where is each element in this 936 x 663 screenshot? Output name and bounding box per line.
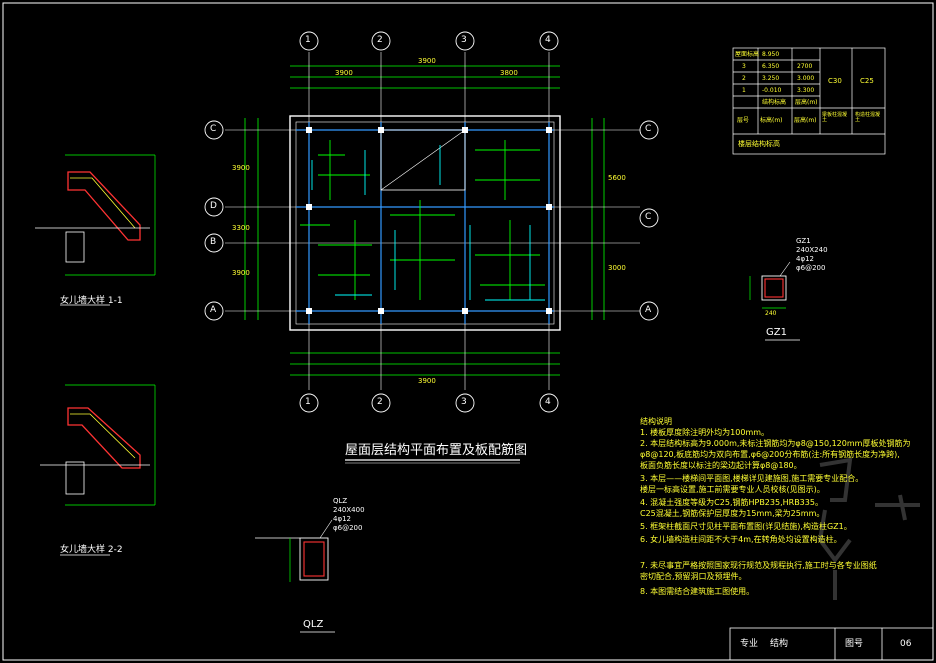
table-side-c30: C30 [828, 77, 842, 85]
grid-number-2-top: 2 [377, 35, 383, 45]
grid-number-3-bottom: 3 [461, 397, 467, 407]
note-line-10: 7. 未尽事宜严格按照国家现行规范及规程执行,施工时与各专业图纸 [640, 561, 877, 570]
dim-top-total: 3900 [418, 57, 436, 65]
title-block-discipline-label: 专业 [740, 639, 759, 649]
level-table [732, 47, 886, 155]
grid-letter-right-a: A [645, 305, 652, 315]
watermark-logo [817, 457, 920, 600]
gz1-spec-1: GZ1 [796, 237, 811, 245]
dim-left-b: 3300 [232, 224, 250, 232]
gz1-spec-3: 4φ12 [796, 255, 814, 263]
grid-letter-right-c1: C [645, 124, 652, 134]
table-r0c1: 8.950 [762, 51, 780, 58]
note-line-4: 3. 本层——楼梯间平面图,楼梯详见建施图,施工需要专业配合。 [640, 474, 864, 483]
table-r1c2: 2700 [797, 63, 813, 70]
note-line-0: 1. 楼板厚度除注明外均为100mm。 [640, 428, 770, 437]
table-footer-4: 构造柱混凝土 [855, 112, 881, 123]
note-line-11: 密切配合,预留洞口及预埋件。 [640, 572, 747, 581]
grid-letter-left-c: C [210, 124, 217, 134]
table-footer-0: 层号 [737, 117, 750, 124]
title-block-sheet-no: 06 [900, 639, 912, 649]
dim-right-b: 3000 [608, 264, 626, 272]
gz1-label: GZ1 [766, 327, 787, 338]
table-r1c0: 3 [742, 63, 746, 70]
note-line-6: 4. 混凝土强度等级为C25,钢筋HPB235,HRB335。 [640, 498, 823, 507]
section-1-label: 女儿墙大样 1-1 [60, 296, 123, 306]
gz1-spec-4: φ6@200 [796, 264, 826, 272]
section-2-label: 女儿墙大样 2-2 [60, 545, 123, 555]
table-r3c0: 1 [742, 87, 746, 94]
grid-number-1-top: 1 [305, 35, 311, 45]
dim-bottom-total: 3900 [418, 377, 436, 385]
note-line-2: φ8@120,板底筋均为双向布置,φ6@200分布筋(注:所有钢筋长度为净跨), [640, 450, 900, 459]
table-caption: 楼层结构标高 [738, 140, 780, 148]
table-r4c2: 层高(m) [795, 99, 818, 106]
note-line-8: 5. 框架柱截面尺寸见柱平面布置图(详见结施),构造柱GZ1。 [640, 522, 852, 531]
note-line-3: 板面负筋长度以标注的梁边起计算φ8@180。 [640, 461, 802, 470]
table-r2c2: 3.000 [797, 75, 815, 82]
table-r1c1: 6.350 [762, 63, 780, 70]
gz1-detail [749, 261, 800, 341]
qlz-spec-1: QLZ [333, 497, 348, 505]
table-r0c0: 屋面标高 [735, 51, 760, 58]
note-line-9: 6. 女儿墙构造柱间距不大于4m,在转角处均设置构造柱。 [640, 535, 842, 544]
table-r3c2: 3.300 [797, 87, 815, 94]
gz1-dim: 240 [765, 310, 777, 317]
grid-letter-right-c2: C [645, 212, 652, 222]
section-1-1 [35, 154, 156, 306]
qlz-spec-3: 4φ12 [333, 515, 351, 523]
title-block [729, 627, 934, 661]
dim-top-b: 3800 [500, 69, 518, 77]
table-side-c25: C25 [860, 77, 874, 85]
table-r2c1: 3.250 [762, 75, 780, 82]
grid-number-4-bottom: 4 [545, 397, 551, 407]
notes-title: 结构说明 [640, 417, 672, 426]
grid-number-4-top: 4 [545, 35, 551, 45]
table-footer-1: 标高(m) [760, 117, 783, 124]
qlz-spec-4: φ6@200 [333, 524, 363, 532]
note-line-1: 2. 本层结构标高为9.000m,未标注钢筋均为φ8@150,120mm厚板处钢… [640, 439, 911, 448]
title-block-discipline: 结构 [770, 639, 789, 649]
grid-letter-left-a: A [210, 305, 217, 315]
qlz-label: QLZ [303, 619, 324, 630]
qlz-spec-2: 240X400 [333, 506, 365, 514]
grid-number-1-bottom: 1 [305, 397, 311, 407]
dim-right-a: 5600 [608, 174, 626, 182]
qlz-detail [255, 519, 335, 633]
grid-number-3-top: 3 [461, 35, 467, 45]
table-r2c0: 2 [742, 75, 746, 82]
grid-letter-left-b: B [210, 237, 217, 247]
dim-left-c: 3900 [232, 269, 250, 277]
table-r3c1: -0.010 [762, 87, 782, 94]
section-2-2 [40, 384, 156, 556]
note-line-12: 8. 本图需结合建筑施工图使用。 [640, 587, 755, 596]
dim-left-a: 3900 [232, 164, 250, 172]
note-line-5: 楼层一标高设置,施工前需要专业人员校核(见图示)。 [640, 485, 825, 494]
gz1-spec-2: 240X240 [796, 246, 828, 254]
floor-plan [204, 31, 659, 413]
table-footer-2: 层高(m) [794, 117, 817, 124]
dim-top-a: 3900 [335, 69, 353, 77]
table-footer-3: 梁板柱混凝土 [822, 112, 848, 123]
table-r4c1: 结构标高 [762, 99, 787, 106]
drawing-title: 屋面层结构平面布置及板配筋图 [345, 443, 528, 458]
title-block-sheet-label: 图号 [845, 639, 864, 649]
note-line-7: C25混凝土,钢筋保护层厚度为15mm,梁为25mm。 [640, 509, 825, 518]
grid-number-2-bottom: 2 [377, 397, 383, 407]
grid-letter-left-d: D [210, 201, 217, 211]
